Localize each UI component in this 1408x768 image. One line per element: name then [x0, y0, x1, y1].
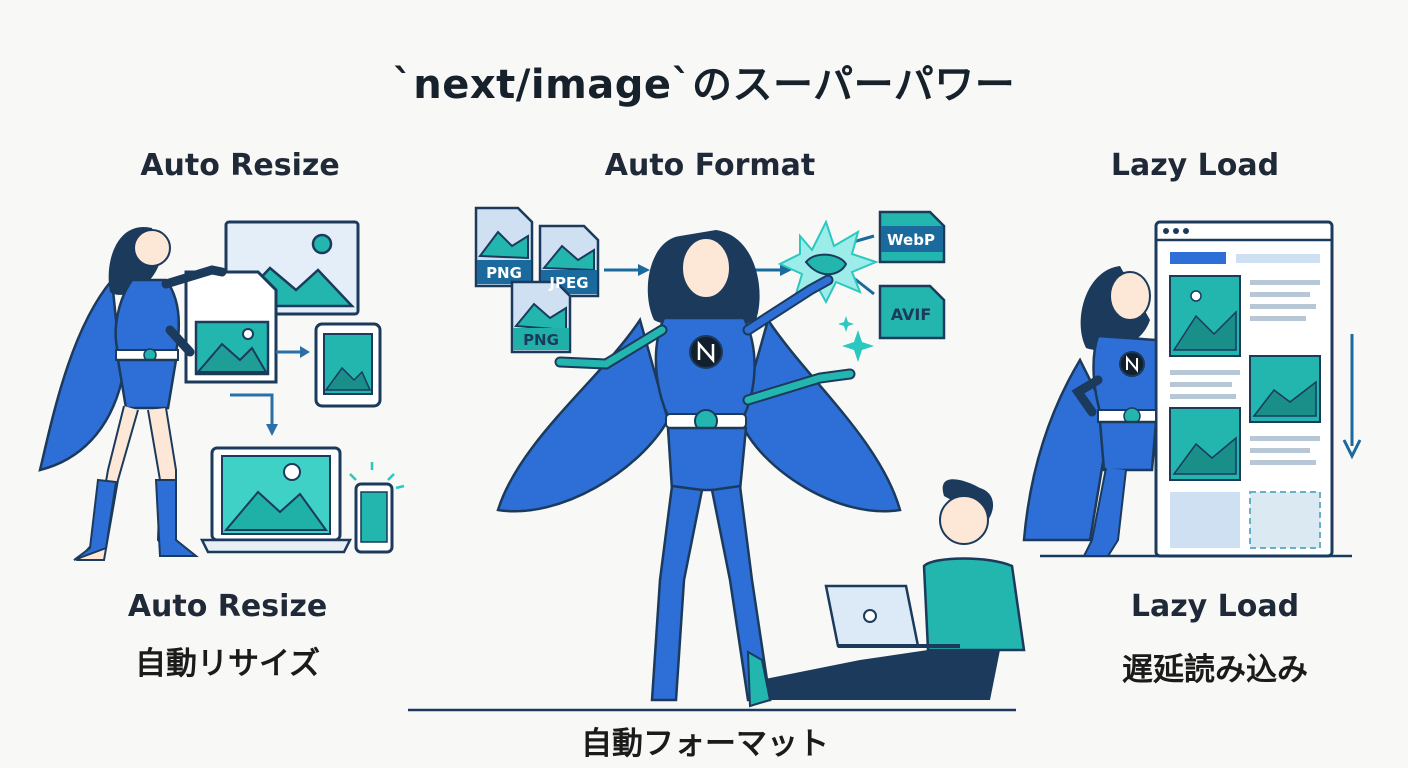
- auto-format-subcaption: 自動フォーマット: [581, 726, 829, 762]
- auto-resize-illustration: [38, 220, 405, 561]
- auto-format-illustration: PNG JPEG PNG W: [408, 206, 1026, 712]
- magic-burst-icon: [777, 219, 879, 362]
- superhero-woman-left: [38, 226, 227, 561]
- format-label-webp: WebP: [887, 231, 935, 249]
- superhero-woman-right: [1022, 266, 1158, 557]
- superhero-woman-center: [496, 230, 902, 702]
- phone-icon: [349, 462, 405, 554]
- browser-window: [1154, 220, 1334, 558]
- png-file-icon-2: [510, 280, 572, 354]
- tablet-icon: [314, 322, 382, 408]
- auto-resize-subcaption: 自動リサイズ: [134, 646, 321, 682]
- auto-format-heading: Auto Format: [604, 148, 816, 183]
- page-title: `next/image`のスーパーパワー: [392, 62, 1016, 108]
- auto-resize-caption: Auto Resize: [127, 589, 328, 624]
- scroll-down-arrow-icon: [1342, 334, 1362, 460]
- png-file-icon-1: [474, 206, 534, 288]
- document-image-icon: [184, 270, 278, 384]
- avif-file-icon: [878, 284, 946, 340]
- lazy-load-caption: Lazy Load: [1130, 589, 1300, 624]
- format-label-png-2: PNG: [523, 331, 559, 349]
- format-label-jpeg: JPEG: [548, 274, 588, 292]
- auto-resize-heading: Auto Resize: [140, 148, 340, 183]
- lazy-load-subcaption: 遅延読み込み: [1122, 652, 1308, 688]
- webp-file-icon: [878, 210, 946, 264]
- format-label-png-1: PNG: [486, 264, 522, 282]
- lazy-load-illustration: [1022, 220, 1362, 558]
- format-label-avif: AVIF: [891, 305, 932, 324]
- lazy-load-heading: Lazy Load: [1110, 148, 1280, 183]
- laptop-icon: [199, 446, 353, 554]
- developer-with-laptop: [746, 479, 1026, 708]
